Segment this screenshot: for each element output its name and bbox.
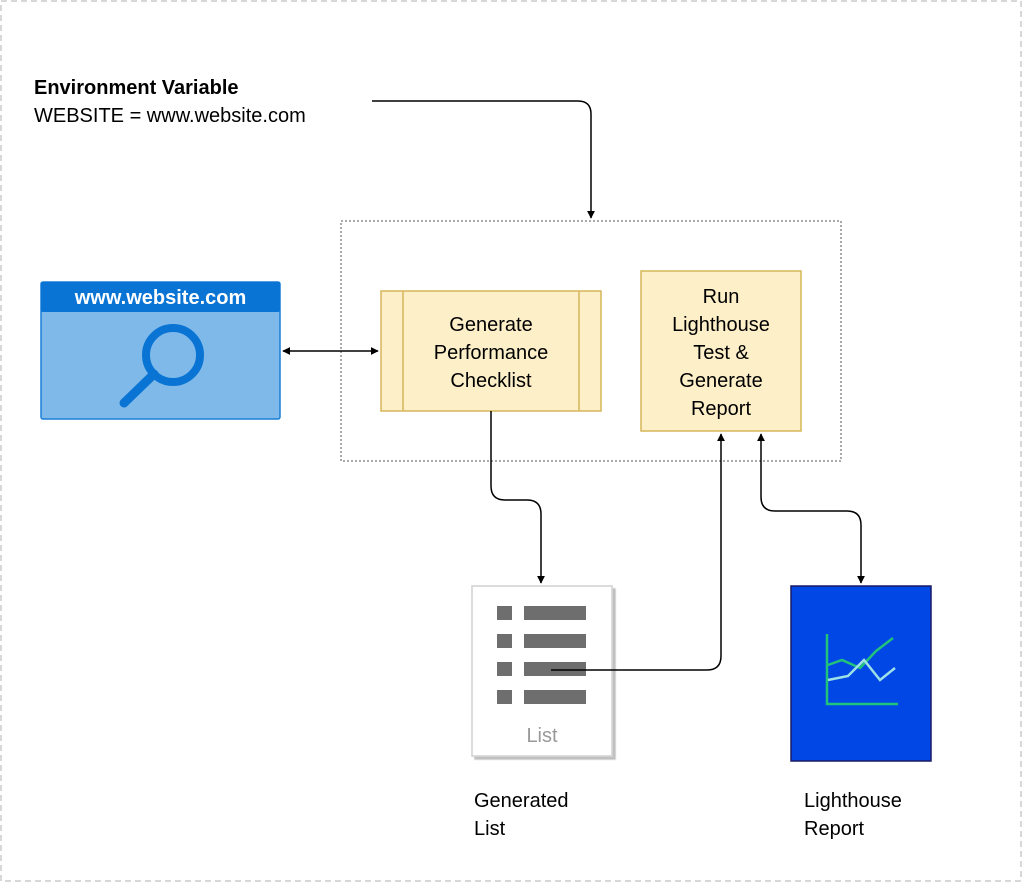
lighthouse-test-process[interactable]: Run Lighthouse Test & Generate Report [640,270,802,432]
generate-checklist-process[interactable]: Generate Performance Checklist [380,290,602,412]
lighthouse-test-line-1: Run [703,286,740,308]
generated-list-line-1: Generated [474,790,569,812]
checklist-line-2: Performance [434,342,549,364]
line-chart-icon [825,634,898,706]
list-to-test-connector [551,433,725,671]
lighthouse-report-line-1: Lighthouse [804,790,902,812]
checklist-to-list-connector [490,411,545,584]
website-header [41,282,280,312]
lighthouse-report-line-2: Report [804,818,864,840]
env-title: Environment Variable [34,77,239,99]
lighthouse-test-line-3: Test & [693,342,749,364]
list-icon [497,606,586,704]
checklist-line-1: Generate [449,314,532,336]
lighthouse-test-line-4: Generate [679,370,762,392]
generated-list-line-2: List [474,818,506,840]
lighthouse-test-line-5: Report [691,398,751,420]
env-to-group-connector [372,100,595,219]
website-label: www.website.com [74,287,247,309]
list-doc-label: List [526,725,558,747]
report-document[interactable] [790,585,932,762]
checklist-line-3: Checklist [450,370,532,392]
process-group [340,220,842,462]
magnifier-icon [119,324,204,408]
lighthouse-test-line-2: Lighthouse [672,314,770,336]
website-node[interactable]: www.website.com [40,281,281,420]
test-report-connector [757,433,865,584]
env-value: WEBSITE = www.website.com [34,105,306,127]
